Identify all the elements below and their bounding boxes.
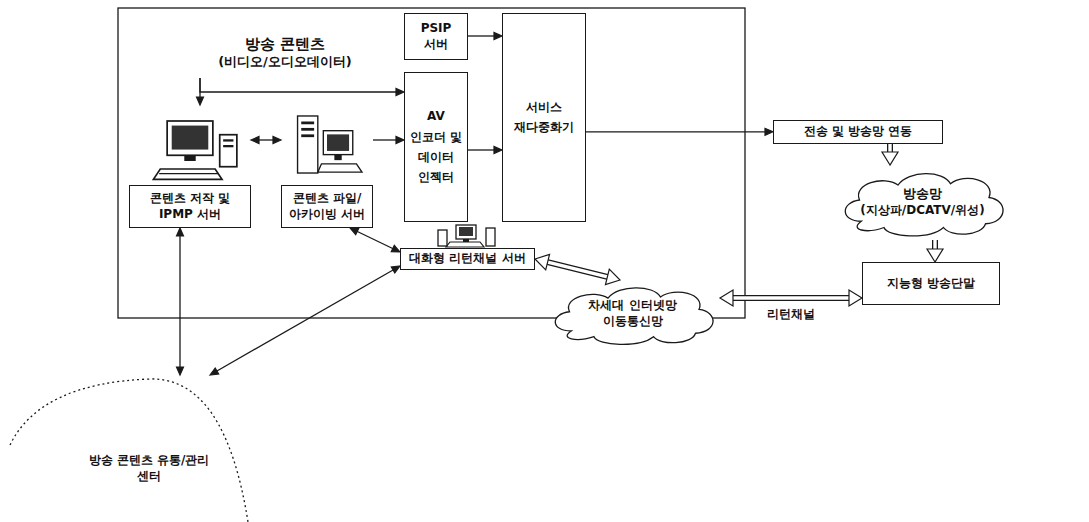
- cloud-text: 차세대 인터넷망 이동통신망: [576, 280, 690, 348]
- node-text: 방송망: [903, 186, 942, 203]
- source-label: 방송 콘텐츠(비디오/오디오데이터): [195, 28, 375, 78]
- connector-outline: [732, 295, 850, 301]
- remux-box: 서비스 재다중화기: [502, 13, 586, 222]
- computer-icon: [281, 104, 373, 185]
- node-text: 방송 콘텐츠 유통/관리 센터: [84, 453, 214, 484]
- psip-server-box: PSIP 서버: [404, 13, 468, 60]
- label-box: 콘텐츠 저작 및 IPMP 서버: [129, 185, 251, 228]
- connector-line: [586, 131, 766, 132]
- internet-network-cloud: 차세대 인터넷망 이동통신망: [545, 280, 720, 348]
- node-text: 차세대 인터넷망 이동통신망: [576, 298, 690, 329]
- connector-line: [179, 235, 180, 368]
- node-text: AV 인코더 및 데이터 인젝터: [408, 106, 464, 188]
- connector: [468, 33, 502, 40]
- arrow-head: [494, 147, 502, 154]
- connector: [350, 228, 400, 252]
- authoring-server: 콘텐츠 저작 및 IPMP 서버: [129, 105, 251, 228]
- label-box: 콘텐츠 파일/ 아카이빙 서버: [281, 185, 373, 228]
- arrow-head: [494, 33, 502, 40]
- node-text: 콘텐츠 파일/ 아카이빙 서버: [285, 191, 369, 222]
- arrow-head: [177, 228, 184, 236]
- computer-icon: [129, 105, 251, 185]
- node-text: 전송 및 방송망 연동: [804, 124, 913, 140]
- transmission-box: 전송 및 방송망 연동: [773, 120, 943, 144]
- connector: [882, 144, 898, 165]
- arrow-head: [396, 89, 404, 96]
- connector-fill: [732, 296, 850, 299]
- connector-fill: [547, 262, 609, 277]
- arrow-head: [391, 245, 400, 252]
- label-box: 대화형 리턴채널 서버: [400, 248, 535, 270]
- node-text: (지상파/DCATV/위성): [860, 203, 984, 219]
- connector: [535, 254, 620, 284]
- center-text: 방송 콘텐츠 유통/관리 센터: [84, 453, 214, 484]
- edge-label: 리턴채널: [765, 307, 817, 323]
- cloud-path: [845, 174, 1003, 236]
- connector: [177, 228, 184, 375]
- distribution-center: 방송 콘텐츠 유통/관리 센터: [0, 375, 250, 522]
- broadcast-network-cloud: 방송망(지상파/DCATV/위성): [835, 165, 1010, 240]
- dashed-arc: [0, 375, 250, 522]
- archive-server: 콘텐츠 파일/ 아카이빙 서버: [281, 104, 373, 228]
- node-text: 방송 콘텐츠: [245, 35, 325, 55]
- arrow-head: [251, 137, 259, 144]
- cloud-text: 방송망(지상파/DCATV/위성): [848, 165, 998, 240]
- node-text: 지능형 방송단말: [887, 276, 975, 292]
- arrow-head: [535, 254, 550, 270]
- arrow-head: [882, 152, 898, 165]
- connector: [373, 137, 404, 144]
- arrow-head: [927, 249, 943, 262]
- connector-line: [468, 149, 495, 150]
- arrow-head: [177, 367, 184, 375]
- arc-path: [10, 379, 248, 522]
- arrow-head: [396, 137, 404, 144]
- arrow-head: [273, 137, 281, 144]
- arrow-head: [765, 128, 773, 135]
- connector-line: [373, 139, 397, 140]
- node-text: 서비스 재다중화기: [506, 98, 582, 136]
- connector: [210, 266, 400, 375]
- arrow-head: [391, 266, 400, 273]
- connector: [200, 78, 404, 96]
- terminal-box: 지능형 방송단말: [862, 262, 1000, 305]
- node-text: (비디오/오디오데이터): [218, 54, 352, 71]
- cloud-path: [555, 288, 713, 345]
- arrow-head: [720, 290, 733, 306]
- arrow-head: [210, 368, 219, 375]
- system-frame: [118, 8, 745, 318]
- connector: [251, 137, 281, 144]
- connector-outline: [547, 262, 609, 277]
- arrow-head: [197, 97, 204, 105]
- return-channel-server: 대화형 리턴채널 서버: [400, 224, 535, 270]
- connector: [468, 147, 502, 154]
- connector: [720, 290, 862, 306]
- connector: [586, 128, 773, 135]
- node-text: PSIP 서버: [408, 21, 464, 52]
- connector-line: [468, 35, 495, 36]
- node-text: 대화형 리턴채널 서버: [409, 251, 525, 267]
- connector-line: [356, 231, 393, 249]
- computer-icon: [400, 224, 535, 248]
- connector-line: [216, 269, 394, 371]
- encoder-box: AV 인코더 및 데이터 인젝터: [404, 72, 468, 222]
- arrow-head: [849, 290, 862, 306]
- node-text: 콘텐츠 저작 및 IPMP 서버: [133, 191, 247, 222]
- connector: [927, 240, 943, 262]
- arrow-head: [605, 269, 620, 285]
- connector-line: [258, 139, 274, 140]
- arrow-head: [350, 228, 359, 235]
- connector-line: [200, 78, 397, 92]
- cloud-outline: [835, 165, 1010, 240]
